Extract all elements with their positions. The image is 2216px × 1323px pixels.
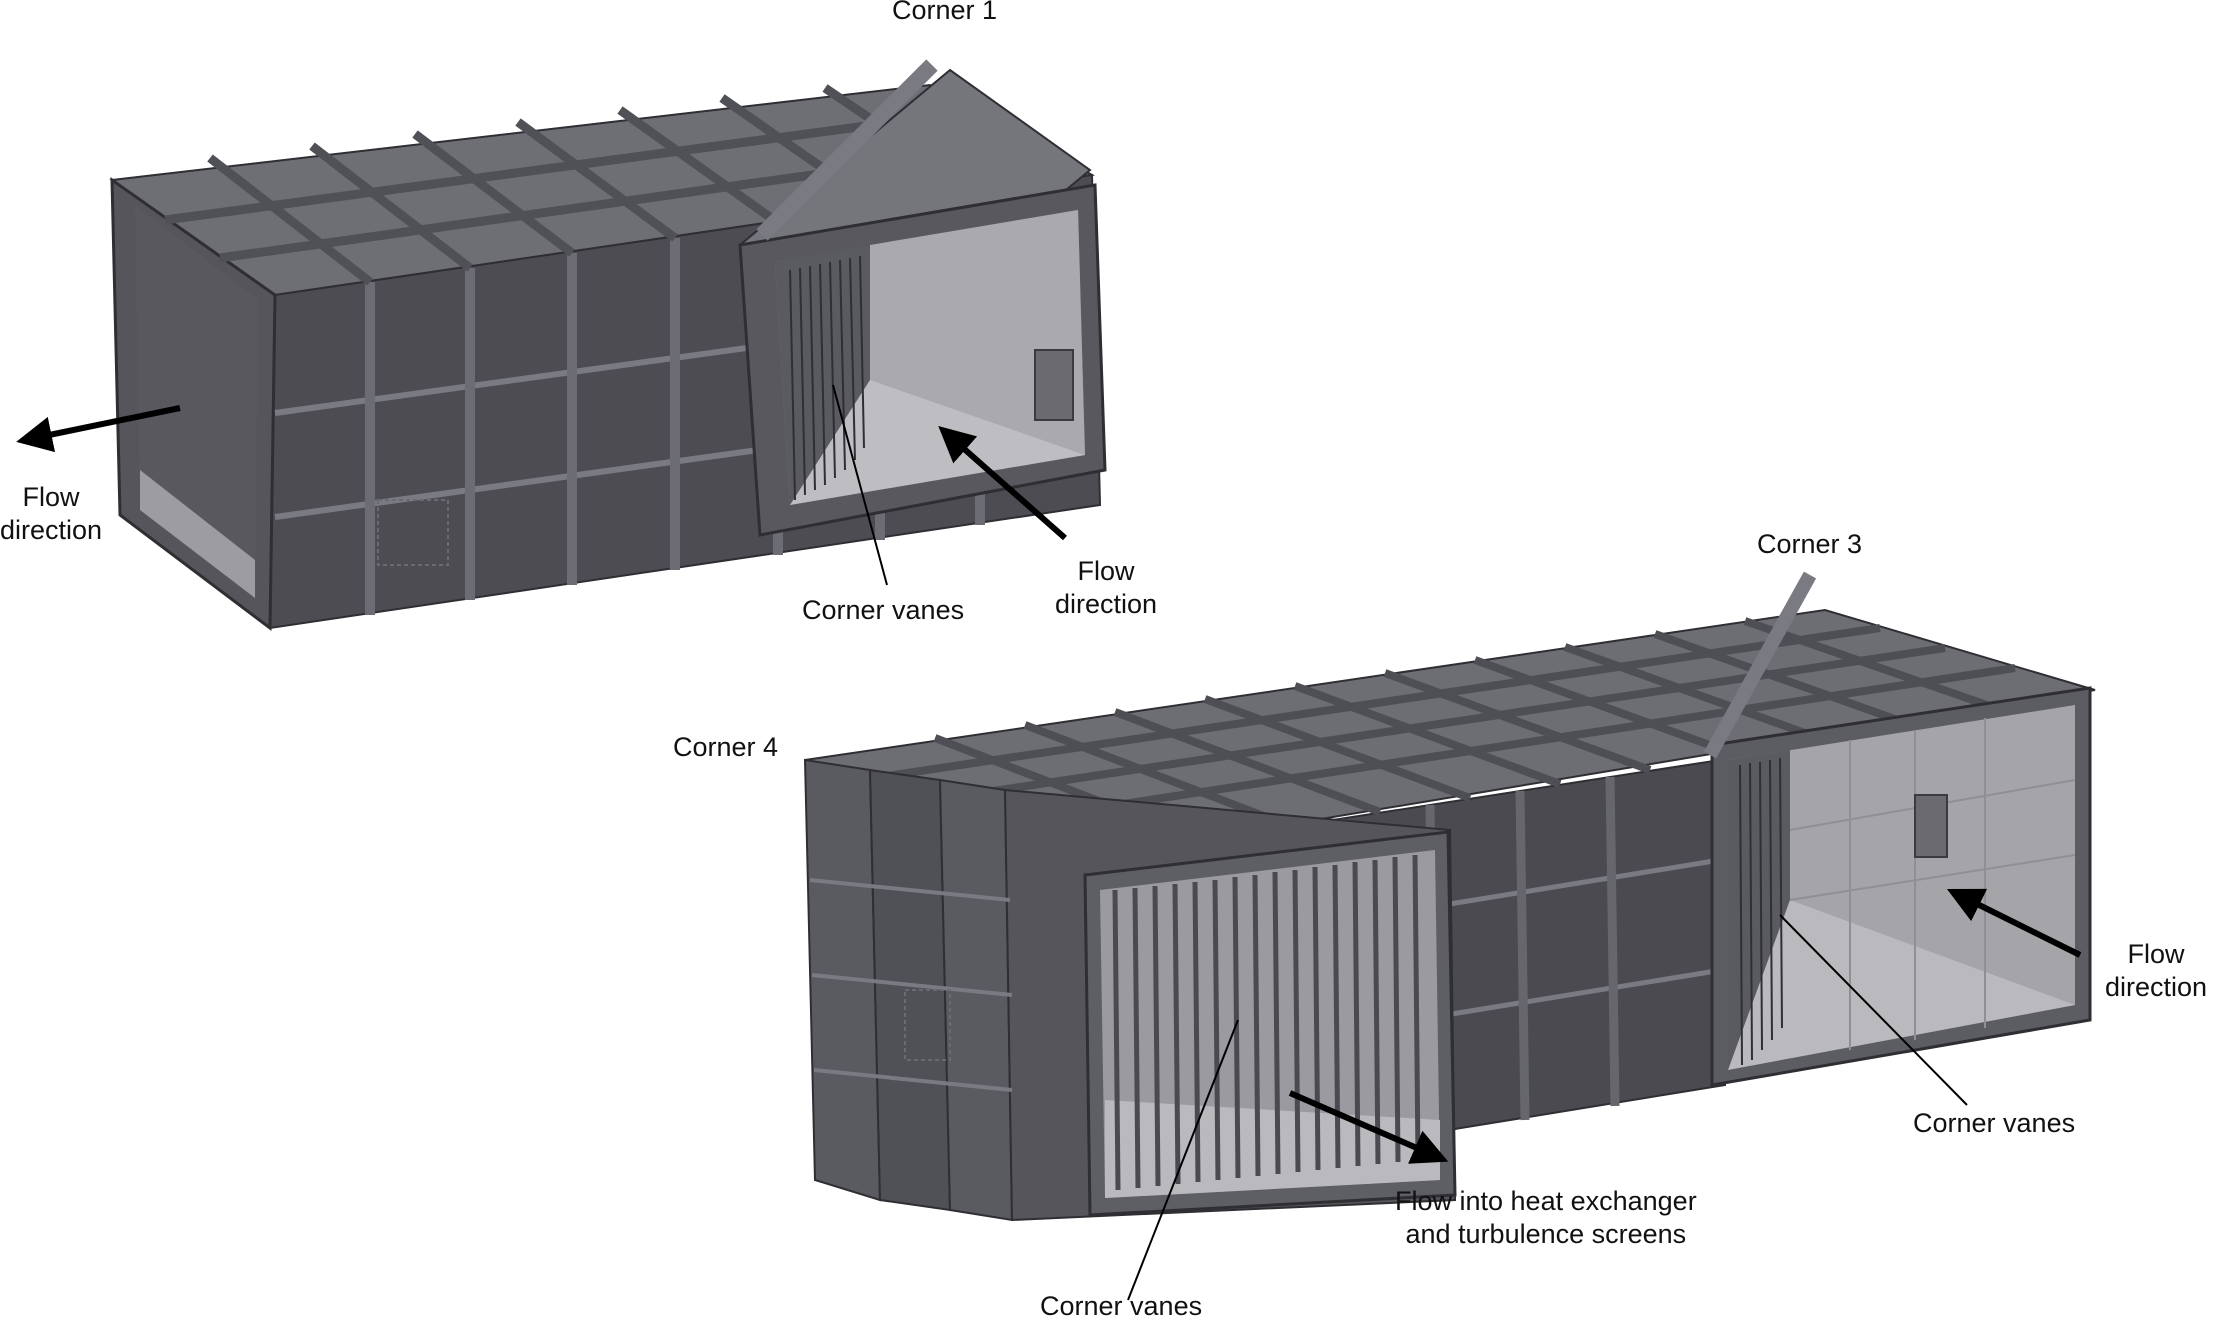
label-corner-vanes-bottom-left: Corner vanes xyxy=(1040,1291,1203,1321)
label-flow-direction-bottom-right: Flow direction xyxy=(2105,938,2207,1004)
label-corner-3: Corner 3 xyxy=(1757,529,1863,559)
flow-arrows xyxy=(16,405,2082,1164)
label-flow-direction-top-left: Flow direction xyxy=(0,481,102,547)
label-heat-exchanger: Flow into heat exchanger and turbulence … xyxy=(1395,1185,1697,1251)
flow-arrow-top-left xyxy=(16,405,181,453)
label-heat-exchanger-line-1: Flow into heat exchanger xyxy=(1395,1186,1697,1216)
label-flow-word: Flow xyxy=(22,482,80,512)
corner-1-box xyxy=(738,59,1107,537)
label-corner-vanes-top: Corner vanes xyxy=(802,595,965,625)
label-heat-exchanger-line-2: and turbulence screens xyxy=(1405,1219,1687,1249)
label-direction-word: direction xyxy=(1055,589,1158,619)
leader-lines xyxy=(832,384,1968,1301)
flow-arrow-heat-exchanger xyxy=(1288,1090,1449,1164)
corner-3-box xyxy=(1703,571,2092,1087)
label-corner-1: Corner 1 xyxy=(892,0,998,25)
flow-arrow-top-mid xyxy=(938,426,1067,541)
flow-arrow-bottom-right xyxy=(1946,888,2082,958)
upper-duct-section xyxy=(109,83,1102,631)
label-corner-4: Corner 4 xyxy=(673,732,779,762)
label-direction-word: direction xyxy=(2105,972,2208,1002)
label-flow-word: Flow xyxy=(1077,556,1135,586)
label-flow-direction-top-mid: Flow direction xyxy=(1055,555,1157,621)
label-corner-vanes-bottom-right: Corner vanes xyxy=(1913,1108,2076,1138)
corner-4-box xyxy=(803,758,1457,1222)
label-direction-word: direction xyxy=(0,515,103,545)
label-flow-word: Flow xyxy=(2127,939,2185,969)
